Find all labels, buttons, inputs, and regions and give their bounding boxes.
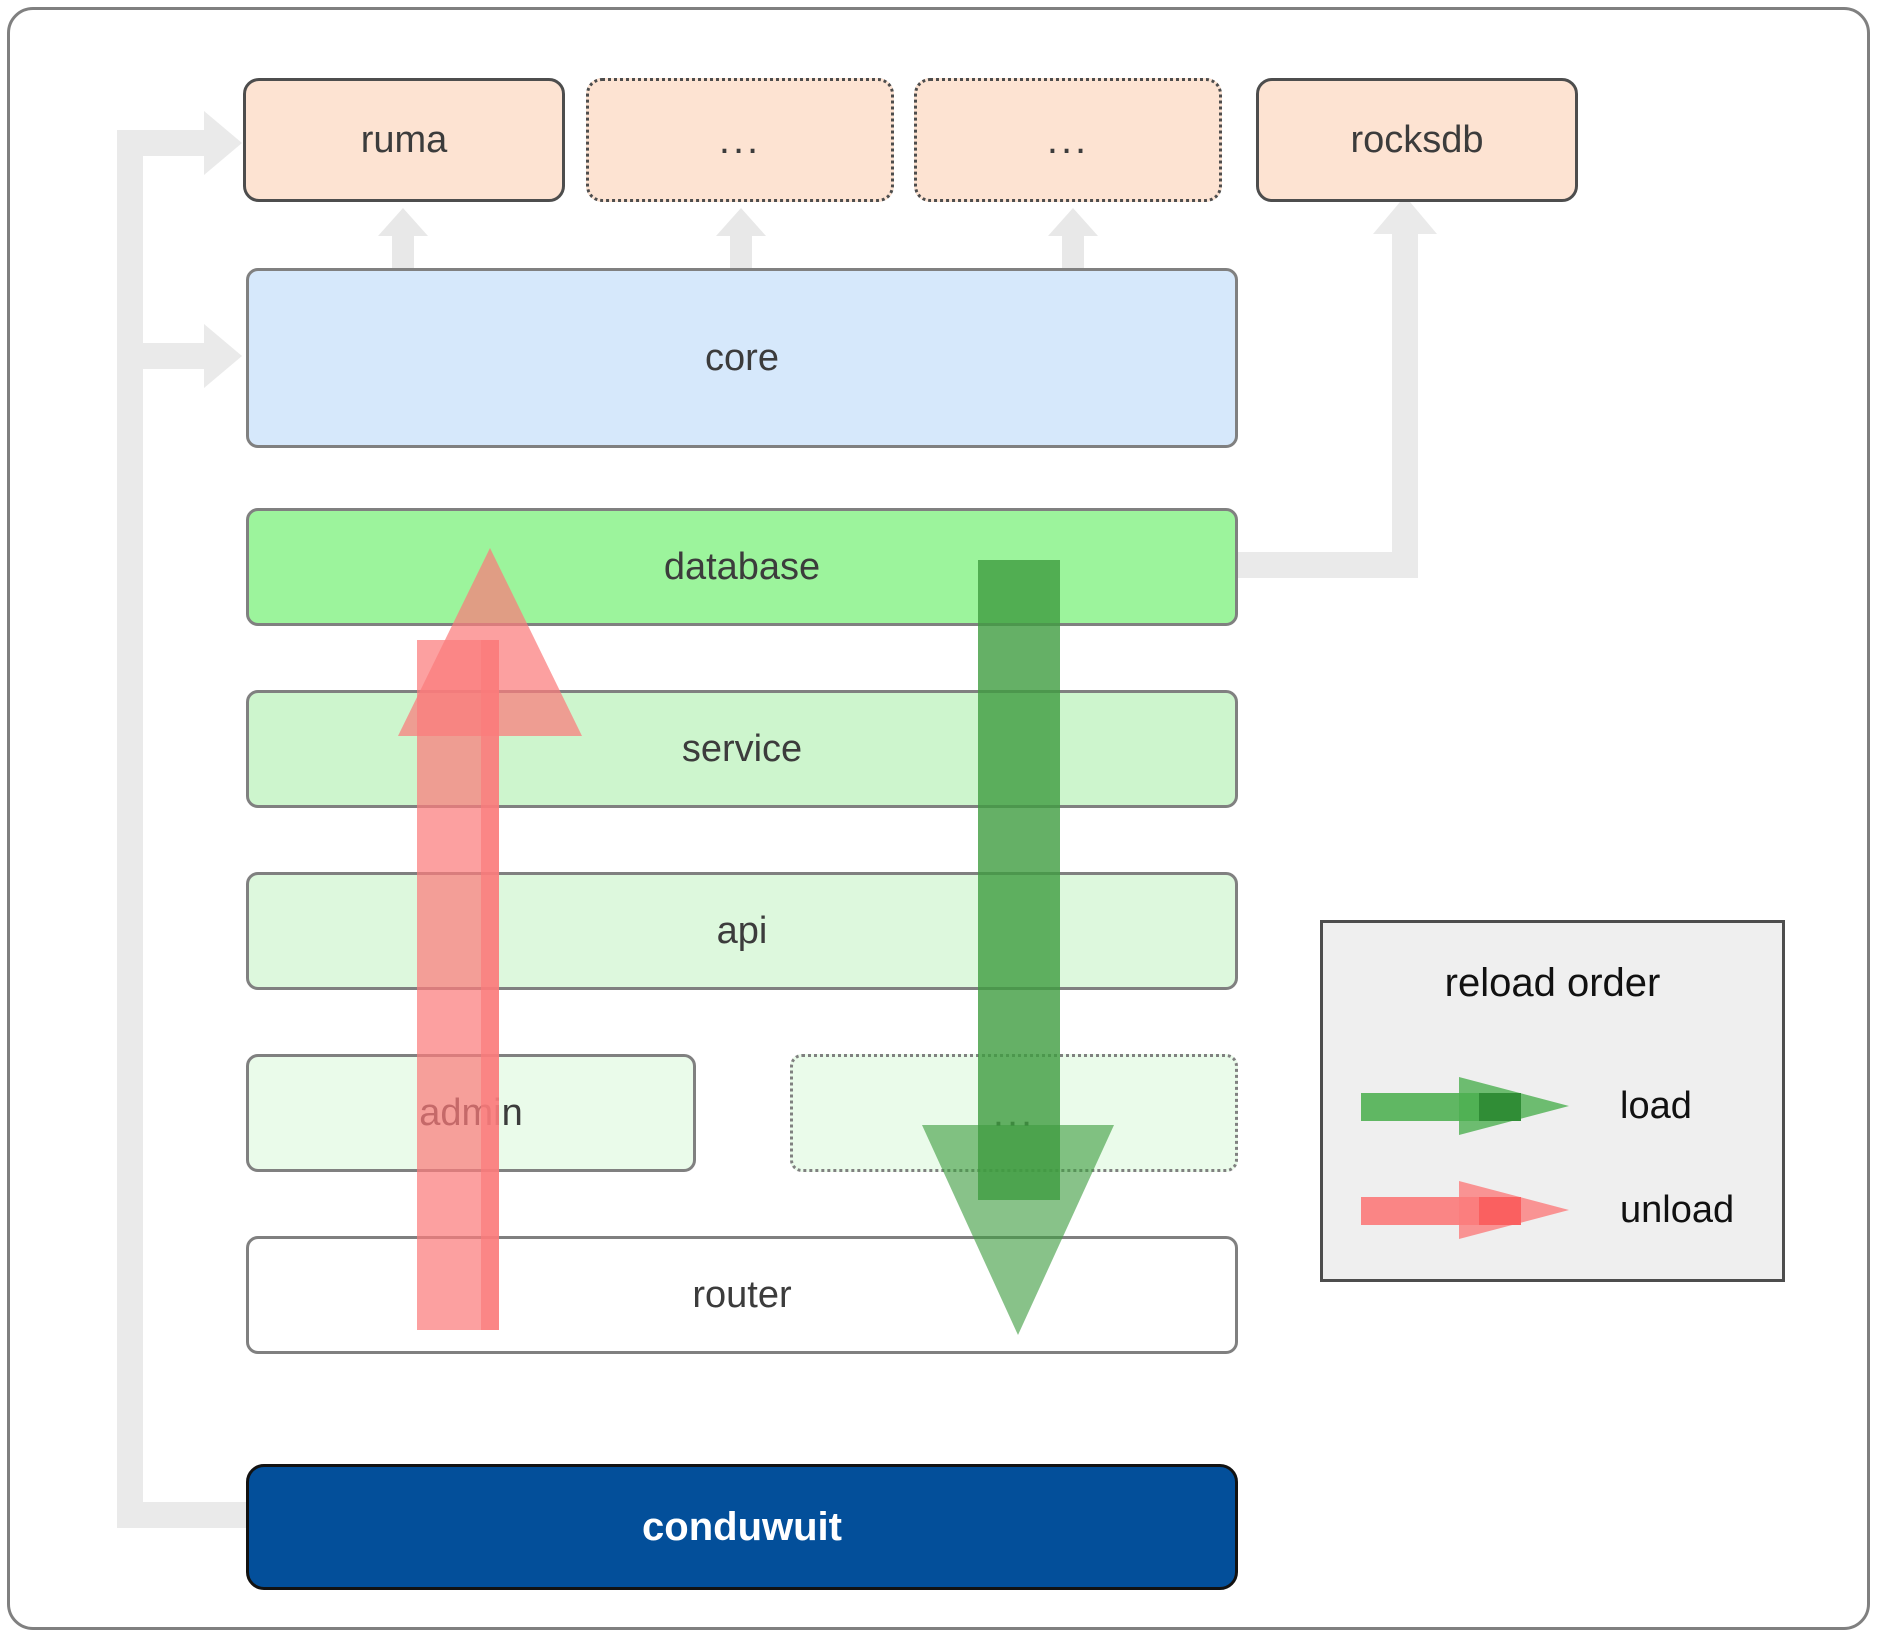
connector-right-riser (1392, 230, 1418, 578)
node-rocksdb-label: rocksdb (1350, 119, 1484, 161)
node-core-label: core (705, 337, 779, 379)
legend-label-load: load (1620, 1084, 1692, 1127)
connector-branch-core (143, 343, 213, 369)
connector-branch-ruma (143, 130, 213, 156)
node-database[interactable]: database (246, 508, 1238, 626)
load-arrow-icon (1361, 1071, 1576, 1141)
connector-arrowhead-rocksdb (1373, 196, 1437, 234)
node-api[interactable]: api (246, 872, 1238, 990)
node-api-label: api (716, 910, 768, 952)
legend-label-unload: unload (1620, 1188, 1735, 1231)
unload-arrow-icon (1361, 1175, 1576, 1245)
node-conduwuit[interactable]: conduwuit (246, 1464, 1238, 1590)
node-ruma[interactable]: ruma (243, 78, 565, 202)
node-dep-ellipsis-2[interactable]: ... (914, 78, 1222, 202)
legend-row-load: load (1361, 1071, 1761, 1141)
node-dep-ellipsis-1[interactable]: ... (586, 78, 894, 202)
node-service-label: service (681, 728, 803, 770)
connector-left-trunk (117, 130, 143, 1528)
node-dep-ellipsis-2-label: ... (1046, 118, 1090, 162)
node-rocksdb[interactable]: rocksdb (1256, 78, 1578, 202)
unload-flow-arrow (390, 540, 590, 1330)
connector-arrowhead-core (204, 324, 242, 388)
arrow-core-to-dep-ellipsis-1 (716, 208, 766, 272)
load-flow-arrow (900, 560, 1114, 1340)
legend-title: reload order (1444, 961, 1661, 1005)
node-router[interactable]: router (246, 1236, 1238, 1354)
node-core[interactable]: core (246, 268, 1238, 448)
node-dep-ellipsis-1-label: ... (718, 118, 762, 162)
node-router-label: router (692, 1274, 792, 1316)
arrow-core-to-dep-ellipsis-2 (1048, 208, 1098, 272)
node-conduwuit-label: conduwuit (642, 1505, 842, 1549)
connector-database-to-right (1238, 552, 1418, 578)
connector-arrowhead-ruma (204, 111, 242, 175)
node-database-label: database (663, 546, 821, 588)
legend-panel: reload order load unload (1320, 920, 1785, 1282)
node-ruma-label: ruma (360, 119, 448, 161)
arrow-core-to-ruma (378, 208, 428, 272)
legend-row-unload: unload (1361, 1175, 1761, 1245)
